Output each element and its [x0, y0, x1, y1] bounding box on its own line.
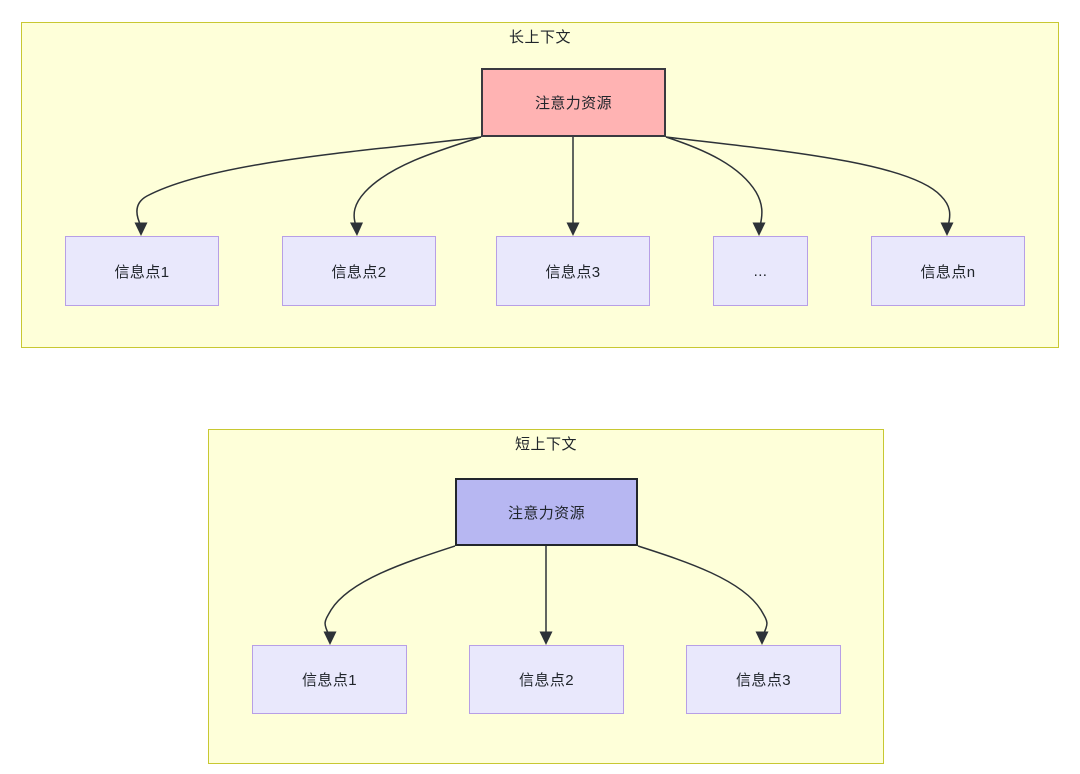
- long-attention-resource-node[interactable]: 注意力资源: [481, 68, 666, 137]
- long-info-node-n-label: 信息点n: [920, 263, 976, 281]
- panel-long-context-title: 长上下文: [508, 29, 571, 46]
- long-info-node-1-label: 信息点1: [114, 263, 170, 281]
- short-attention-resource-label: 注意力资源: [507, 504, 585, 522]
- long-info-node-ellipsis[interactable]: ...: [713, 236, 808, 306]
- long-info-node-1[interactable]: 信息点1: [65, 236, 219, 306]
- long-info-node-n[interactable]: 信息点n: [871, 236, 1025, 306]
- short-info-node-1-label: 信息点1: [302, 672, 357, 689]
- long-info-node-3-label: 信息点3: [545, 263, 601, 281]
- long-info-node-3[interactable]: 信息点3: [496, 236, 650, 306]
- long-info-node-2-label: 信息点2: [331, 263, 387, 281]
- short-attention-resource-node[interactable]: 注意力资源: [455, 478, 638, 546]
- long-attention-resource-label: 注意力资源: [534, 95, 612, 112]
- short-info-node-2[interactable]: 信息点2: [469, 645, 624, 714]
- long-info-node-2[interactable]: 信息点2: [282, 236, 436, 306]
- short-info-node-3[interactable]: 信息点3: [686, 645, 841, 714]
- panel-short-context-title: 短上下文: [514, 436, 577, 453]
- short-info-node-2-label: 信息点2: [519, 672, 574, 689]
- long-info-node-ellipsis-label: ...: [753, 262, 768, 280]
- short-info-node-3-label: 信息点3: [736, 672, 791, 689]
- short-info-node-1[interactable]: 信息点1: [252, 645, 407, 714]
